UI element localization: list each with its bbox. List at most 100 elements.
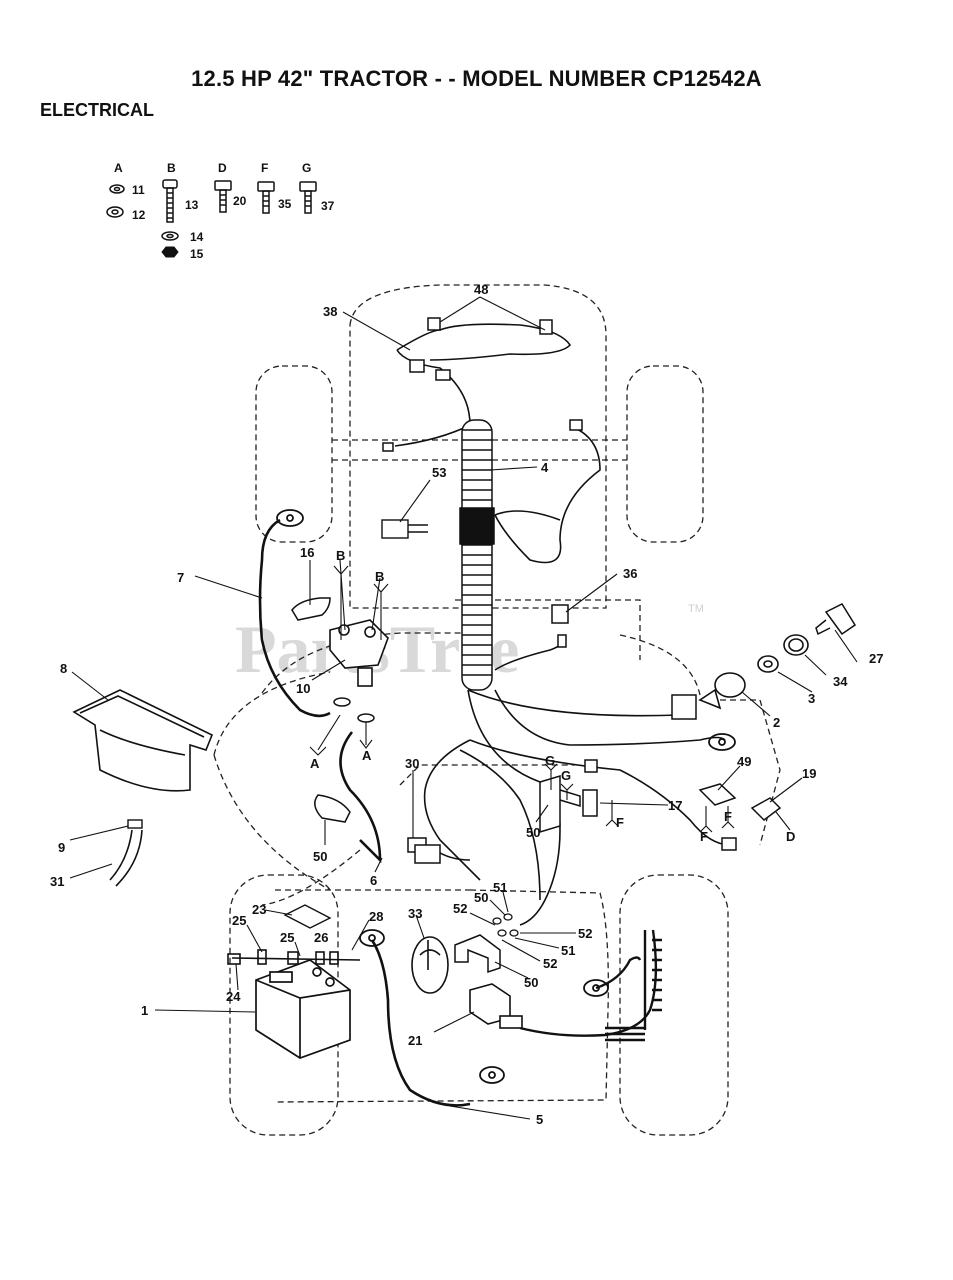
hex-nut-icon [106,206,124,218]
legend-letter-b: B [167,161,176,175]
solenoid-10 [329,619,389,687]
section-heading: ELECTRICAL [40,100,154,120]
legend-num-12: 12 [132,208,146,222]
wire-plug-53 [381,519,428,539]
cable-6 [339,731,382,864]
cover-22 [283,904,332,929]
terminal-hardware [492,913,519,937]
nut-3 [757,655,779,673]
cable-5 [370,939,471,1107]
callout-49: 50 [524,975,538,990]
cable-7 [258,518,331,718]
switch-19 [750,797,782,821]
page-title: 12.5 HP 42" TRACTOR - - MODEL NUMBER CP1… [191,66,762,91]
tractor-outline [213,284,781,1136]
callout-10: 10 [296,681,310,696]
hardware-ref-letters: B B A A G G F F F D [310,548,795,844]
callout-33: 48 [474,282,488,297]
callout-30: 34 [833,674,848,689]
switch-bracket-36 [539,774,581,834]
legend-num-20: 20 [233,194,247,208]
callout-38: 50 [313,849,327,864]
washer-icon [333,697,375,723]
leader-lines [69,296,858,1120]
callout-8: 8 [60,661,67,676]
callout-51-top: 51 [493,880,507,895]
callout-27: 27 [869,651,883,666]
callout-7: 7 [177,570,184,585]
wire-conduit [459,419,495,691]
callout-23: 24 [226,989,241,1004]
ref-a-2: A [362,748,372,763]
drain-hose-29 [109,829,143,887]
legend-num-14: 14 [190,230,204,244]
hex-screw-f-icon [257,181,275,214]
callout-3: 3 [808,691,815,706]
ref-a-1: A [310,756,320,771]
callout-29: 31 [50,874,64,889]
ref-f-1: F [616,815,624,830]
callout-51-right: 52 [578,926,592,941]
callout-26: 28 [369,909,383,924]
legend-letter-g: G [302,161,311,175]
lock-nut-icon [161,246,179,258]
ref-g-1: G [545,753,555,768]
boot-16 [291,597,331,621]
clamp-9 [127,819,143,829]
callout-6: 6 [370,873,377,888]
bezel-30 [783,634,809,656]
bracket-49 [454,934,501,974]
ammeter-48 [411,936,449,994]
callout-32: 38 [323,304,337,319]
hex-screw-g-icon [299,181,317,214]
callout-31: 36 [623,566,637,581]
coiled-cord [519,929,662,1042]
hardware-ref-arrows [309,565,791,833]
legend-num-15: 15 [190,247,204,261]
legend-num-13: 13 [185,198,199,212]
ref-b-1: B [336,548,345,563]
callout-numbers: 48 38 4 53 16 7 10 8 36 27 34 3 2 49 19 … [50,282,883,1127]
hardware-legend: A B D F G 11 12 13 14 15 [106,161,335,261]
ref-b-2: B [375,569,384,584]
legend-letter-f: F [261,161,268,175]
callout-19: 19 [802,766,816,781]
switch-bracket-34 [698,783,737,806]
hex-screw-d-icon [214,180,232,213]
harness-connectors [382,317,737,864]
carriage-bolt-icon [162,179,178,223]
callout-5: 5 [536,1112,543,1127]
callout-52-top: 52 [453,901,467,916]
callout-25-left: 25 [280,930,294,945]
callout-2: 2 [773,715,780,730]
ref-f-3: F [724,809,732,824]
boot-38 [314,794,351,823]
battery-1 [255,959,351,1059]
hold-down-rod [227,949,361,965]
callout-9: 9 [58,840,65,855]
callout-50-top: 50 [474,890,488,905]
legend-num-37: 37 [321,199,335,213]
callout-48: 33 [408,906,422,921]
ignition-switch-2 [698,672,746,710]
flat-washer-icon [161,231,179,241]
relay-21 [469,983,523,1029]
legend-letter-a: A [114,161,123,175]
wiring-harness [394,323,731,926]
callout-36: 50 [526,825,540,840]
battery-tray-8 [72,689,214,792]
legend-num-35: 35 [278,197,292,211]
callout-1: 1 [141,1003,148,1018]
callout-53: 53 [432,465,446,480]
switch-17 [582,789,598,817]
callout-17: 17 [668,798,682,813]
callout-34: 49 [737,754,751,769]
lock-washer-icon [109,184,125,194]
callout-22: 23 [252,902,266,917]
callout-16: 16 [300,545,314,560]
legend-num-11: 11 [132,183,145,197]
callout-21: 21 [408,1033,422,1048]
ref-f-2: F [700,829,708,844]
callout-28: 30 [405,756,419,771]
callout-24: 25 [232,913,246,928]
